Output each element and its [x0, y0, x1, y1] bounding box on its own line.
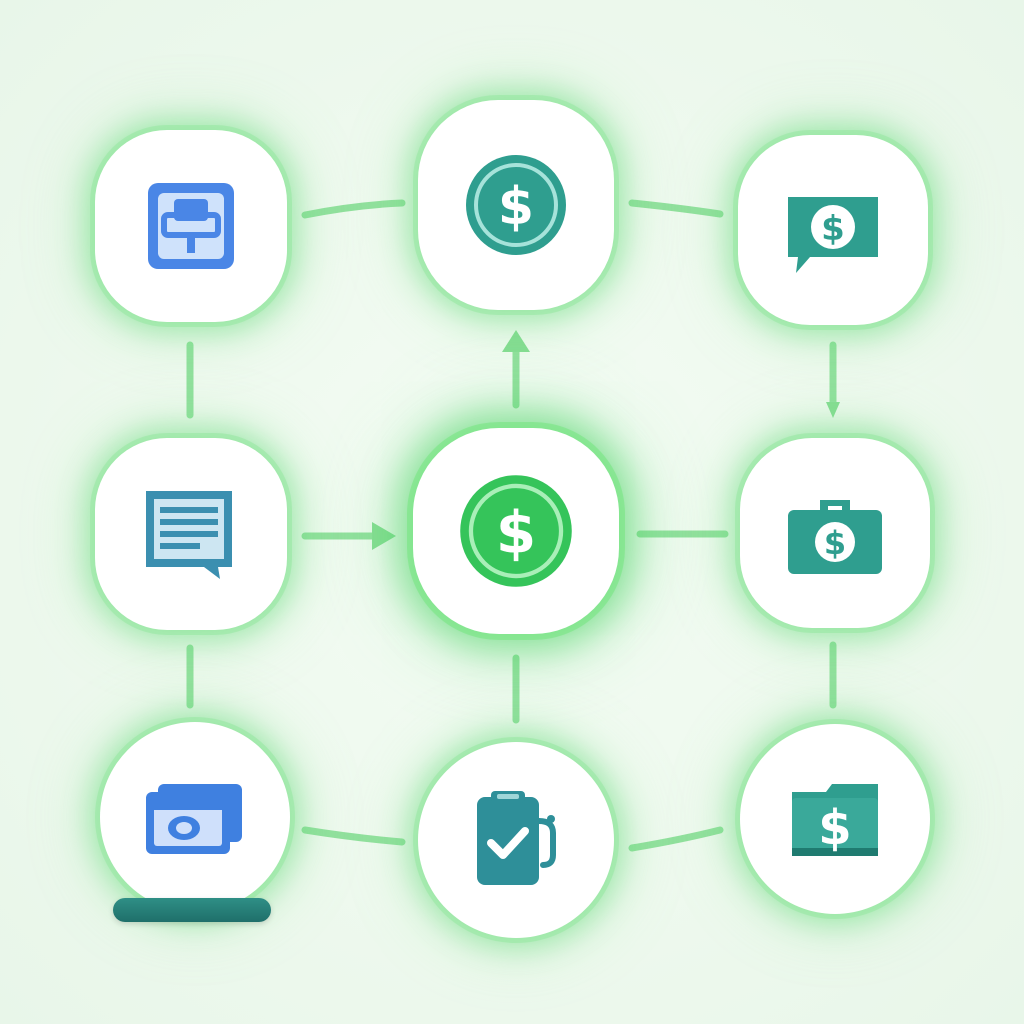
document-chat-icon — [146, 491, 232, 579]
dollar-coin-icon: $ — [466, 155, 566, 255]
dollar-coin-icon: $ — [460, 475, 572, 587]
card-base-bar — [113, 898, 271, 922]
node-bottom-center[interactable] — [418, 742, 614, 938]
svg-text:$: $ — [824, 524, 846, 562]
connector-bottom-left-to-bottom-center — [301, 826, 406, 846]
svg-text:$: $ — [818, 800, 851, 856]
connector-top-center-to-top-right — [628, 199, 724, 218]
node-middle-left[interactable] — [95, 438, 287, 630]
node-middle-center[interactable]: $ — [413, 428, 619, 634]
dollar-wallet-icon: $ — [792, 784, 878, 856]
arrowhead-right-icon — [372, 522, 396, 550]
arrowhead-down-icon — [826, 402, 840, 418]
dollar-chat-icon: $ — [788, 197, 878, 273]
dollar-briefcase-icon: $ — [788, 500, 882, 574]
svg-text:$: $ — [498, 177, 534, 237]
connector-bottom-center-to-bottom-right — [628, 826, 724, 852]
node-top-center[interactable]: $ — [418, 100, 614, 310]
node-top-right[interactable]: $ — [738, 135, 928, 325]
node-top-left[interactable] — [95, 130, 287, 322]
checklist-clipboard-icon — [477, 791, 556, 885]
arrowhead-up-icon — [502, 330, 530, 352]
node-bottom-left[interactable] — [100, 722, 290, 912]
id-card-icon — [146, 784, 242, 854]
svg-text:$: $ — [496, 498, 536, 566]
node-middle-right[interactable]: $ — [740, 438, 930, 628]
network-box-icon — [148, 183, 234, 269]
connector-top-left-to-top-center — [301, 199, 406, 219]
node-bottom-right[interactable]: $ — [740, 724, 930, 914]
svg-text:$: $ — [821, 209, 845, 249]
